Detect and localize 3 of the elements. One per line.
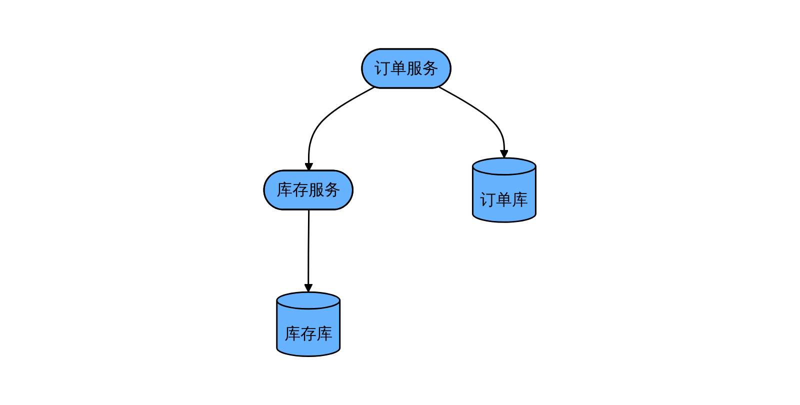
arrow [304,210,313,292]
arrow [438,86,509,158]
arrow [304,86,375,172]
